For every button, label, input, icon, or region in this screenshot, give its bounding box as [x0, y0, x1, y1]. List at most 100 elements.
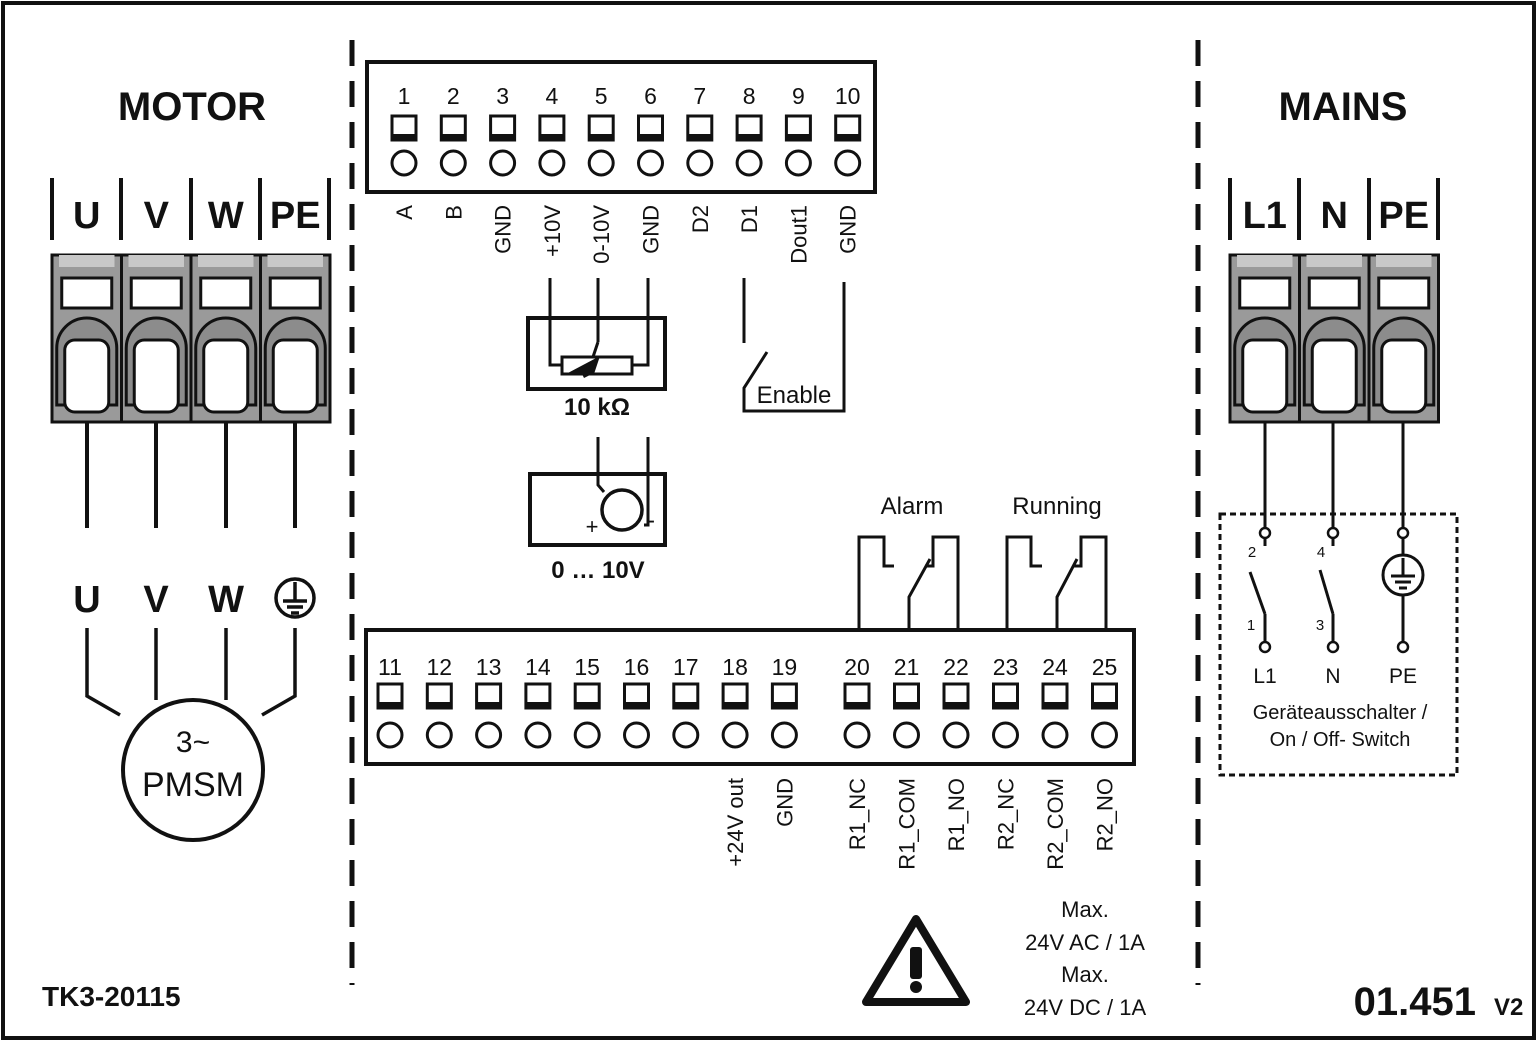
top-terminal-number: 9	[792, 83, 805, 109]
switch-caption-en: On / Off- Switch	[1270, 729, 1411, 751]
top-terminal-contact: 8D1	[735, 83, 763, 233]
top-terminal-label: 0-10V	[589, 205, 614, 264]
bottom-terminal-number: 18	[722, 654, 748, 680]
top-terminal-label: GND	[491, 205, 516, 254]
voltage-source: + - 0 … 10V	[528, 437, 667, 584]
bottom-terminal-number: 14	[525, 654, 551, 680]
relay-running: Running	[1005, 493, 1108, 628]
doc-id: TK3-20115	[42, 981, 181, 1012]
bottom-terminal-number: 24	[1042, 654, 1068, 680]
bottom-terminal-number: 11	[378, 654, 402, 680]
motor-header-label-pe: PE	[270, 195, 321, 237]
top-terminal-contact: 5 0-10V	[587, 83, 615, 264]
bottom-terminal-contact: 12	[425, 654, 453, 749]
bottom-terminal-number: 16	[624, 654, 650, 680]
bottom-terminal-label: R2_NC	[994, 778, 1019, 850]
top-terminal-frame	[365, 60, 877, 194]
motor-header-label-v: V	[144, 195, 170, 237]
bottom-terminal-label: GND	[772, 778, 797, 827]
motor-header-label-u: U	[73, 195, 100, 237]
motor-phase-label: 3~	[176, 726, 210, 759]
mains-header-label-pe: PE	[1378, 195, 1429, 237]
bottom-terminal-contact: 18 +24V out	[721, 654, 749, 867]
top-terminal-number: 8	[743, 83, 756, 109]
motor-wire-label-v: V	[143, 579, 169, 621]
top-terminal-number: 10	[835, 83, 861, 109]
bottom-terminal-label: +24V out	[723, 778, 748, 867]
relay-alarm: Alarm	[857, 493, 960, 628]
enable-switch: Enable	[742, 278, 846, 413]
top-terminal-label: Dout1	[786, 205, 811, 264]
motor-terminal-screw-terminal	[189, 255, 258, 422]
bottom-terminal-number: 17	[673, 654, 699, 680]
top-terminal-number: 2	[447, 83, 460, 109]
motor-header-label-w: W	[208, 195, 244, 237]
bottom-terminal-number: 21	[894, 654, 920, 680]
top-terminal-label: D1	[737, 205, 762, 233]
bottom-terminal-label: R2_NO	[1093, 778, 1118, 851]
top-terminal-label: GND	[836, 205, 861, 254]
motor-terminal-block	[50, 253, 332, 424]
motor-terminal-screw-terminal	[259, 255, 327, 422]
top-terminal-number: 6	[644, 83, 657, 109]
switch-contact-2: 2	[1248, 544, 1256, 561]
top-terminal-contact: 7D2	[686, 83, 714, 233]
top-terminal-section: 1A2B3GND4+10V50-10V6GND7D28D19Dout110GND…	[365, 60, 877, 584]
top-terminal-number: 5	[595, 83, 608, 109]
bottom-terminal-label: R1_NO	[944, 778, 969, 851]
warning-line-4: 24V DC / 1A	[1024, 995, 1147, 1020]
bottom-terminal-number: 22	[943, 654, 969, 680]
top-terminal-number: 4	[546, 83, 559, 109]
bottom-terminal-frame	[364, 628, 1136, 766]
switch-label-pe: PE	[1389, 665, 1417, 688]
motor-wire-label-u: U	[73, 579, 100, 621]
bottom-terminal-contact: 14	[524, 654, 552, 749]
top-terminal-number: 1	[398, 83, 411, 109]
bottom-terminal-number: 23	[993, 654, 1019, 680]
warning-line-2: 24V AC / 1A	[1025, 930, 1145, 955]
source-plus: +	[586, 514, 599, 539]
motor-terminal-screw-terminal	[120, 255, 188, 422]
mains-terminal-screw-terminal	[1298, 255, 1366, 422]
top-terminal-contact: 1A	[390, 83, 418, 220]
source-range-label: 0 … 10V	[551, 557, 644, 584]
bottom-terminal-label: R2_COM	[1043, 778, 1068, 870]
ground-icon	[274, 577, 316, 619]
enable-label: Enable	[757, 382, 832, 409]
warning-line-3: Max.	[1061, 962, 1109, 987]
running-label: Running	[1012, 493, 1101, 520]
version-suffix: V2	[1494, 994, 1523, 1021]
bottom-terminal-number: 25	[1092, 654, 1118, 680]
potentiometer-label: 10 kΩ	[564, 394, 630, 421]
version-number: 01.451	[1354, 980, 1476, 1024]
motor-terminal-screw-terminal	[50, 255, 119, 422]
mains-header-label-l1: L1	[1243, 195, 1287, 237]
mains-terminal-screw-terminal	[1228, 255, 1297, 422]
mains-terminal-block	[1228, 253, 1440, 424]
bottom-terminal-contact: 11	[376, 654, 404, 749]
warning-text: Max. 24V AC / 1A Max. 24V DC / 1A	[1024, 897, 1147, 1020]
top-terminal-contact: 4 +10V	[538, 83, 566, 257]
bottom-terminal-number: 15	[574, 654, 600, 680]
top-terminal-label: GND	[639, 205, 664, 254]
source-minus: -	[647, 507, 655, 534]
top-terminal-label: +10V	[540, 205, 565, 257]
top-terminal-label: D2	[688, 205, 713, 233]
top-terminal-number: 7	[693, 83, 706, 109]
motor-title: MOTOR	[118, 85, 266, 129]
